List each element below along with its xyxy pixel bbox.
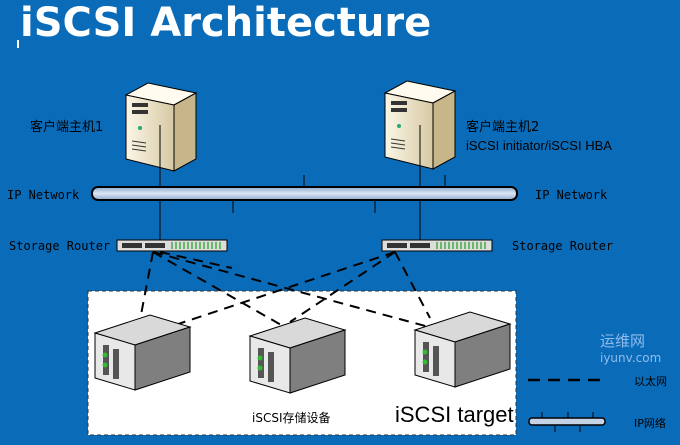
host-2-sublabel: iSCSI initiator/iSCSI HBA [466, 138, 612, 153]
storage-label: iSCSI存储设备 [252, 411, 331, 425]
watermark-sub: iyunv.com [600, 351, 662, 365]
router-1-icon [116, 239, 228, 252]
host-1-server-icon [125, 82, 197, 172]
host-2-label: 客户端主机2 [466, 120, 540, 135]
ip-network-bar [91, 186, 518, 201]
router-right-label: Storage Router [512, 239, 614, 253]
target-label: iSCSI target [395, 402, 514, 427]
ip-network-left-label: IP Network [7, 188, 80, 202]
host-1-label: 客户端主机1 [30, 120, 104, 135]
watermark: 运维网 [600, 332, 646, 350]
router-2-icon [381, 239, 493, 252]
legend-ethernet-label: 以太网 [634, 375, 667, 388]
page-title: iSCSI Architecture [20, 0, 432, 46]
ip-network-right-label: IP Network [535, 188, 608, 202]
legend-ip-bar [528, 417, 606, 426]
legend-ip-label: IP网络 [634, 417, 666, 430]
router-left-label: Storage Router [9, 239, 111, 253]
ethernet-links [139, 251, 441, 331]
